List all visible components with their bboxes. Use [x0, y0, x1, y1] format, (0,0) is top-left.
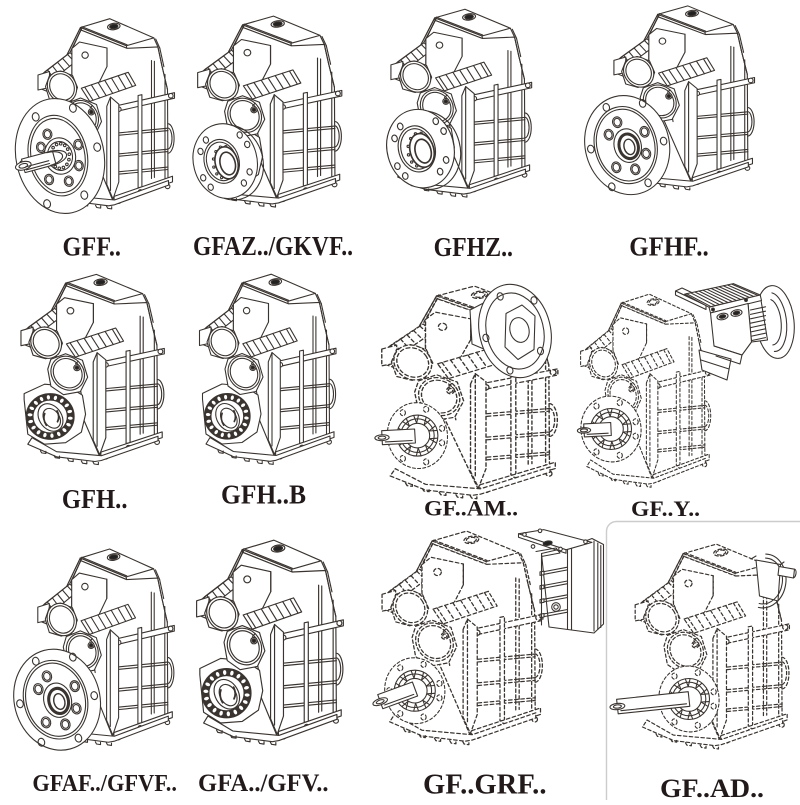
svg-text:GF..GRF..: GF..GRF.. [423, 770, 547, 801]
svg-text:GF..Y..: GF..Y.. [631, 496, 700, 521]
svg-text:GFF..: GFF.. [63, 232, 122, 262]
svg-text:GF..AD..: GF..AD.. [660, 774, 764, 800]
svg-text:GFHF..: GFHF.. [629, 232, 708, 262]
svg-text:GFHZ..: GFHZ.. [434, 232, 513, 262]
svg-text:GFA../GFV..: GFA../GFV.. [198, 770, 329, 797]
svg-text:GFH..B: GFH..B [221, 480, 306, 510]
svg-text:GFAZ../GKVF..: GFAZ../GKVF.. [193, 231, 353, 261]
svg-text:GFAF../GFVF..: GFAF../GFVF.. [32, 771, 177, 797]
svg-text:GFH..: GFH.. [62, 484, 128, 514]
svg-text:GF..AM..: GF..AM.. [424, 496, 518, 521]
